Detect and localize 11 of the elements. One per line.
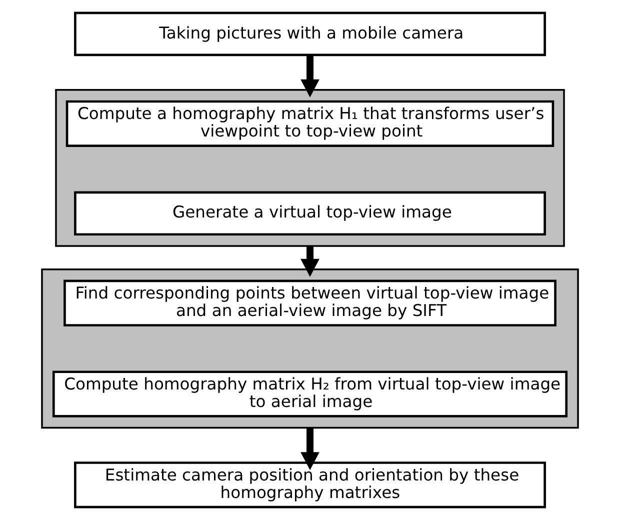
node-box: Taking pictures with a mobile camera	[74, 12, 546, 56]
arrow	[300, 428, 319, 470]
cluster	[54, 89, 564, 247]
node-box: Generate a virtual top-view image	[74, 191, 546, 236]
cluster	[40, 268, 578, 429]
node-box: Estimate camera position and orientation by these homography matrixes	[74, 462, 546, 508]
node-box: Compute a homography matrix H₁ that transforms user’s viewpoint to top-view point	[65, 100, 554, 147]
node-box: Compute homography matrix H₂ from virtual top-view image to aerial image	[52, 370, 568, 418]
node-box: Find corresponding points between virtual top-view image and an aerial-view image by SIFT	[63, 280, 556, 326]
arrow	[300, 54, 319, 98]
arrow	[300, 246, 319, 277]
